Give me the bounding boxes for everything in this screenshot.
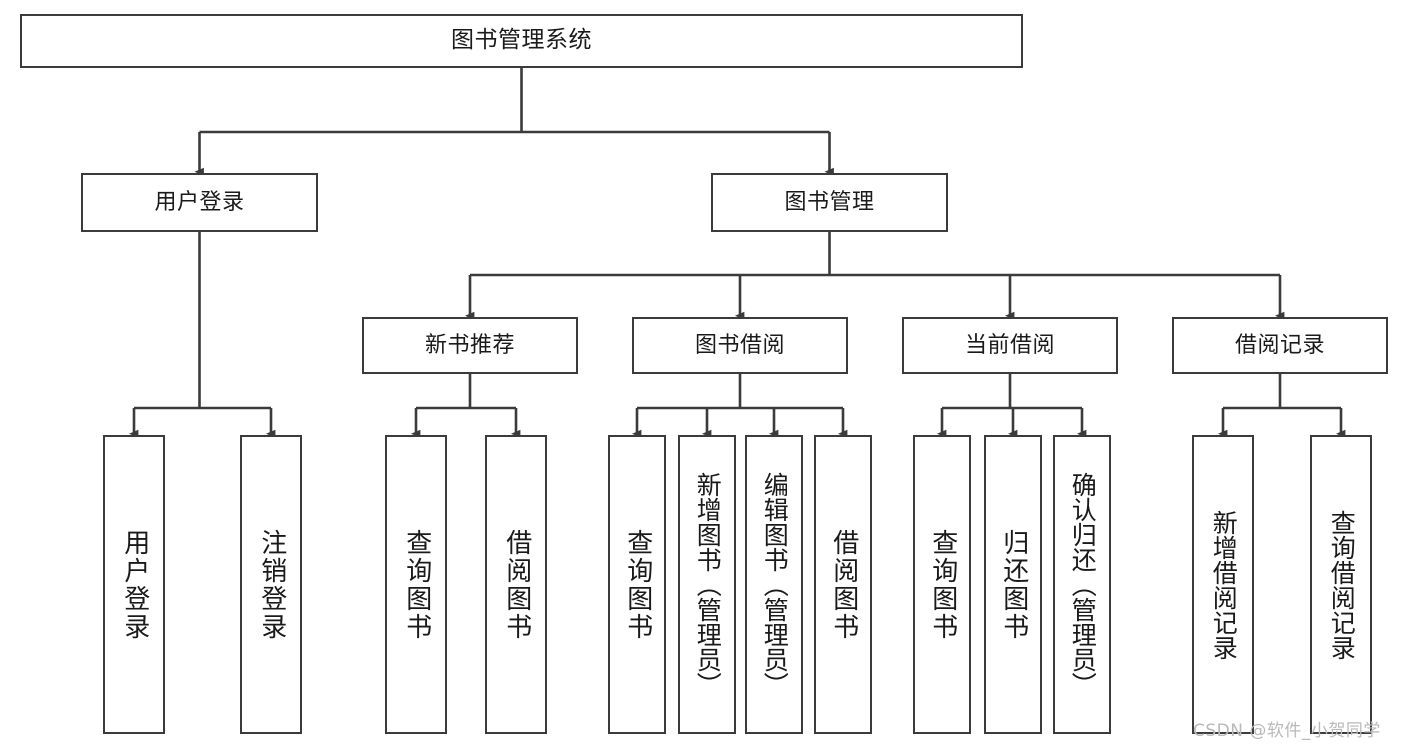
edge-group (129, 68, 1346, 438)
node-leaf-user-logout[interactable]: 注销登录 (240, 435, 302, 734)
node-label: 查询图书 (622, 528, 653, 641)
node-current[interactable]: 当前借阅 (902, 317, 1118, 374)
node-leaf-bor-query[interactable]: 查询图书 (608, 435, 666, 734)
node-leaf-rec-add[interactable]: 新增借阅记录 (1192, 435, 1254, 734)
node-label: 新增借阅记录 (1209, 509, 1239, 660)
csdn-watermark: CSDN @软件_小贺同学 (1193, 721, 1381, 741)
node-leaf-new-borrow[interactable]: 借阅图书 (485, 435, 547, 734)
node-label: 借阅图书 (828, 528, 859, 641)
node-label: 归还图书 (998, 528, 1029, 641)
node-login[interactable]: 用户登录 (81, 173, 318, 232)
node-label: 新增图书（管理员） (693, 472, 723, 697)
node-leaf-rec-query[interactable]: 查询借阅记录 (1310, 435, 1372, 734)
node-label: 图书借阅 (694, 332, 785, 358)
node-borrow[interactable]: 图书借阅 (632, 317, 848, 374)
node-label: 用户登录 (154, 189, 245, 215)
node-label: 查询图书 (927, 528, 958, 641)
node-bookmgmt[interactable]: 图书管理 (711, 173, 948, 232)
node-label: 查询借阅记录 (1327, 509, 1357, 660)
node-label: 编辑图书（管理员） (760, 472, 790, 697)
node-label: 用户登录 (119, 528, 150, 641)
node-label: 确认归还（管理员） (1068, 472, 1098, 697)
node-newbook[interactable]: 新书推荐 (362, 317, 578, 374)
node-leaf-bor-add[interactable]: 新增图书（管理员） (678, 435, 736, 734)
node-label: 查询图书 (401, 528, 432, 641)
node-label: 图书管理系统 (451, 27, 592, 54)
node-root[interactable]: 图书管理系统 (20, 14, 1023, 68)
node-leaf-user-login[interactable]: 用户登录 (103, 435, 165, 734)
node-label: 借阅记录 (1234, 332, 1325, 358)
node-label: 新书推荐 (424, 332, 515, 358)
node-label: 借阅图书 (501, 528, 532, 641)
node-leaf-cur-return[interactable]: 归还图书 (984, 435, 1042, 734)
node-leaf-bor-lend[interactable]: 借阅图书 (814, 435, 872, 734)
node-records[interactable]: 借阅记录 (1172, 317, 1388, 374)
node-leaf-new-query[interactable]: 查询图书 (385, 435, 447, 734)
node-label: 图书管理 (784, 189, 875, 215)
node-leaf-cur-confirm[interactable]: 确认归还（管理员） (1053, 435, 1111, 734)
node-leaf-cur-query[interactable]: 查询图书 (913, 435, 971, 734)
node-leaf-bor-edit[interactable]: 编辑图书（管理员） (745, 435, 803, 734)
node-label: 注销登录 (256, 528, 287, 641)
node-label: 当前借阅 (964, 332, 1055, 358)
